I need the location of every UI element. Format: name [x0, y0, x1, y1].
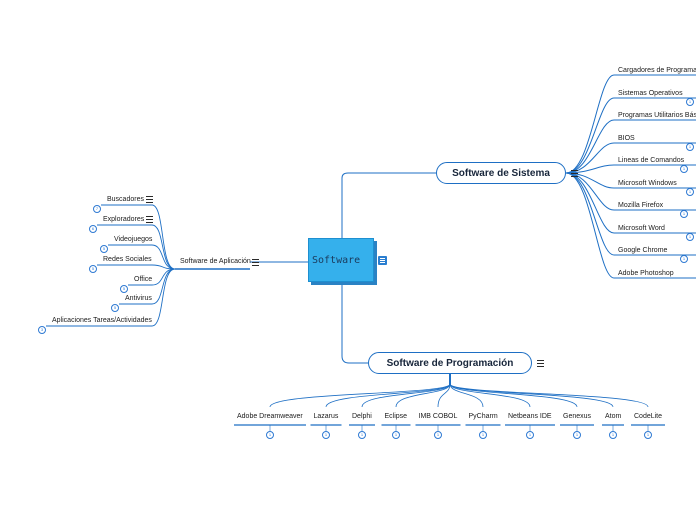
- node-label[interactable]: IMB COBOL: [418, 413, 458, 420]
- branch-label: Software de Programación: [386, 357, 514, 369]
- note-count-badge[interactable]: 1: [680, 165, 688, 173]
- node-label[interactable]: Antivirus: [125, 295, 152, 302]
- connector-aplicacion-child: [108, 244, 176, 270]
- connector-sistema-child: [565, 142, 696, 174]
- connector-sistema-child: [565, 172, 696, 211]
- node-label[interactable]: BIOS: [618, 135, 635, 142]
- branch-software-de-sistema[interactable]: Software de Sistema: [436, 162, 566, 184]
- node-label[interactable]: Adobe Photoshop: [618, 270, 674, 277]
- connector-to-programacion: [341, 282, 368, 364]
- node-menu-icon[interactable]: [146, 216, 153, 223]
- note-count-badge[interactable]: 1: [686, 143, 694, 151]
- node-label[interactable]: Videojuegos: [114, 236, 153, 243]
- node-menu-icon[interactable]: [146, 196, 153, 203]
- node-label[interactable]: Adobe Dreamweaver: [237, 413, 303, 420]
- note-count-badge[interactable]: 1: [686, 233, 694, 241]
- node-label[interactable]: Office: [134, 276, 153, 283]
- note-count-badge[interactable]: 1: [609, 431, 617, 439]
- connector-aplicacion-child: [97, 264, 176, 270]
- connector-sistema-child: [565, 97, 696, 174]
- note-count-badge[interactable]: 1: [322, 431, 330, 439]
- connector-sistema-child: [565, 74, 696, 174]
- programacion-menu-icon[interactable]: [537, 360, 544, 367]
- node-label[interactable]: PyCharm: [468, 413, 498, 420]
- sistema-menu-icon[interactable]: [571, 170, 578, 177]
- connector-programacion-child: [325, 383, 451, 408]
- connector-sistema-child: [565, 164, 696, 174]
- note-count-badge[interactable]: 1: [358, 431, 366, 439]
- central-topic[interactable]: Software: [308, 238, 374, 282]
- aplicacion-menu-icon[interactable]: [252, 259, 259, 266]
- connector-to-sistema: [308, 172, 436, 247]
- node-label[interactable]: Google Chrome: [618, 247, 668, 254]
- node-label[interactable]: Programas Utilitarios Básicos: [618, 112, 696, 119]
- node-label[interactable]: Delphi: [352, 413, 372, 420]
- connector-sistema-child: [565, 172, 696, 279]
- node-label[interactable]: Buscadores: [107, 196, 144, 203]
- connector-programacion-child: [449, 383, 531, 408]
- node-label[interactable]: Cargadores de Programas (Boot): [618, 67, 696, 74]
- note-count-badge[interactable]: 1: [680, 255, 688, 263]
- node-label[interactable]: Microsoft Windows: [618, 180, 677, 187]
- note-count-badge[interactable]: 5: [100, 245, 108, 253]
- node-label[interactable]: Eclipse: [384, 413, 408, 420]
- note-count-badge[interactable]: 5: [120, 285, 128, 293]
- central-menu-icon[interactable]: [378, 256, 387, 265]
- node-label[interactable]: Exploradores: [103, 216, 145, 223]
- node-label[interactable]: Microsoft Word: [618, 225, 665, 232]
- branch-software-de-aplicacion[interactable]: Software de Aplicación: [180, 258, 251, 265]
- note-count-badge[interactable]: 1: [526, 431, 534, 439]
- node-label[interactable]: Sistemas Operativos: [618, 90, 683, 97]
- note-count-badge[interactable]: 3: [38, 326, 46, 334]
- node-label[interactable]: Redes Sociales: [103, 256, 152, 263]
- note-count-badge[interactable]: 1: [392, 431, 400, 439]
- note-count-badge[interactable]: 1: [680, 210, 688, 218]
- node-label[interactable]: Mozilla Firefox: [618, 202, 664, 209]
- note-count-badge[interactable]: 5: [89, 265, 97, 273]
- node-label[interactable]: Lazarus: [313, 413, 339, 420]
- connector-programacion-child: [449, 383, 649, 408]
- connector-aplicacion-child: [101, 204, 176, 270]
- branch-software-de-programacion[interactable]: Software de Programación: [368, 352, 532, 374]
- node-label[interactable]: Atom: [605, 413, 622, 420]
- note-count-badge[interactable]: 6: [89, 225, 97, 233]
- note-count-badge[interactable]: 1: [644, 431, 652, 439]
- note-count-badge[interactable]: 1: [686, 98, 694, 106]
- node-label[interactable]: Lineas de Comandos: [618, 157, 685, 164]
- connector-programacion-child: [437, 383, 451, 408]
- note-count-badge[interactable]: 1: [479, 431, 487, 439]
- note-count-badge[interactable]: 7: [93, 205, 101, 213]
- node-label[interactable]: Netbeans IDE: [508, 413, 552, 420]
- connector-programacion-child: [395, 383, 451, 408]
- branch-label: Software de Sistema: [452, 167, 550, 179]
- note-count-badge[interactable]: 1: [686, 188, 694, 196]
- node-label[interactable]: Genexus: [563, 413, 592, 420]
- note-count-badge[interactable]: 1: [434, 431, 442, 439]
- connector-programacion-child: [361, 383, 451, 408]
- connector-aplicacion-child: [97, 224, 176, 270]
- note-count-badge[interactable]: 1: [573, 431, 581, 439]
- node-label[interactable]: CodeLite: [634, 413, 663, 420]
- connector-programacion-child: [269, 383, 451, 408]
- node-label[interactable]: Aplicaciones Tareas/Actividades: [52, 317, 152, 324]
- connector-aplicacion-child: [46, 268, 176, 327]
- note-count-badge[interactable]: 1: [266, 431, 274, 439]
- central-topic-label: Software: [312, 255, 361, 266]
- note-count-badge[interactable]: 5: [111, 304, 119, 312]
